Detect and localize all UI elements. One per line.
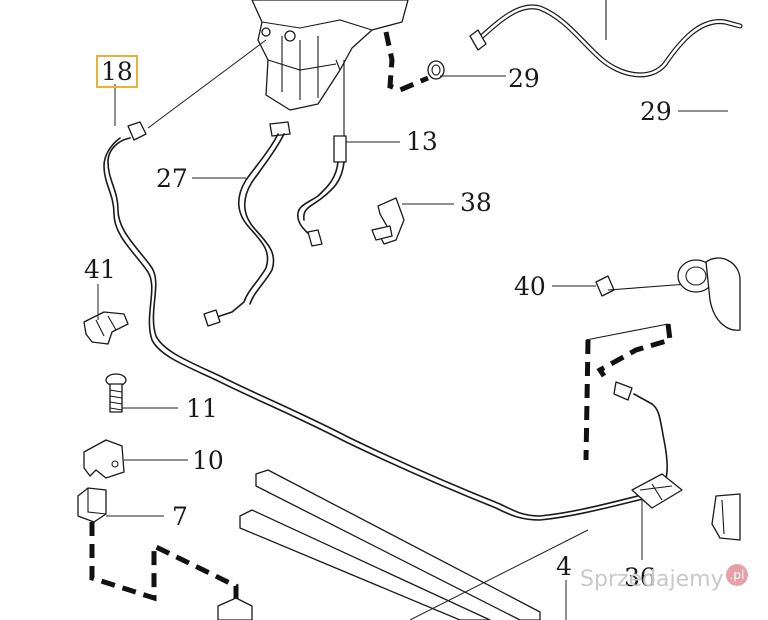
bottom-block: [217, 597, 253, 620]
hose-27: [203, 121, 291, 327]
bracket-36: [631, 473, 683, 509]
upper-hose: [469, 0, 743, 78]
connector-40: [595, 275, 689, 297]
leader-lines: [97, 39, 728, 620]
callout-7: 7: [172, 502, 188, 531]
callout-11: 11: [186, 394, 218, 423]
right-edge-part: [711, 493, 741, 541]
frame-rails: [239, 469, 541, 620]
watermark-text: Sprzedajemy: [580, 567, 724, 592]
pipe-18: [103, 121, 668, 521]
callout-10: 10: [192, 446, 224, 475]
callout-38: 38: [460, 188, 492, 217]
bracket-38: [371, 197, 405, 245]
callout-27: 27: [156, 164, 188, 193]
hose-13: [296, 60, 347, 247]
watermark-logo: .pl: [726, 564, 748, 586]
hose-clamp: [427, 60, 445, 80]
clip-41: [83, 311, 129, 345]
callout-41: 41: [84, 255, 116, 284]
grommet-7: [77, 487, 107, 523]
callout-40: 40: [514, 272, 546, 301]
bracket-10: [83, 439, 125, 479]
callout-29-hose: 29: [640, 97, 672, 126]
pipe-fitting: [677, 257, 741, 331]
callout-4: 4: [556, 552, 572, 581]
callout-29-clamp: 29: [508, 64, 540, 93]
callout-13: 13: [406, 127, 438, 156]
callout-18: 18: [96, 55, 138, 88]
bolt-11: [105, 373, 127, 413]
expansion-tank: [251, 0, 409, 111]
callout-36: 36: [624, 563, 656, 592]
